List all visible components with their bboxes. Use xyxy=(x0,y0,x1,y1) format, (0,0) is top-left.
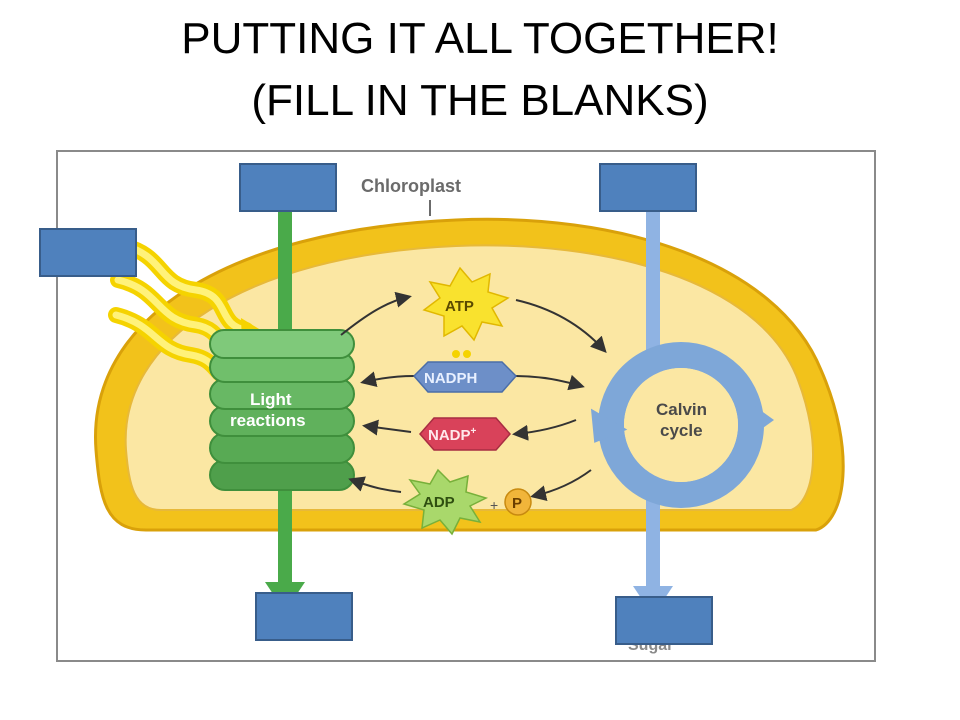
calvin-cycle-label-line-1: Calvin xyxy=(656,400,707,419)
calvin-cycle-ring xyxy=(590,342,774,508)
electron-dot xyxy=(452,350,460,358)
nadp-text: NADP xyxy=(428,427,471,444)
nadp-hexagon xyxy=(419,417,511,451)
adp-label: ADP xyxy=(423,494,455,511)
phosphate-circle xyxy=(504,488,532,516)
nadph-hexagon xyxy=(412,361,518,393)
electron-dot xyxy=(463,350,471,358)
adp-plus: + xyxy=(490,497,498,513)
title-line-1: PUTTING IT ALL TOGETHER! xyxy=(181,14,779,63)
light-reactions-label-line-1: Light xyxy=(250,390,292,409)
photosynthesis-diagram: Chloroplast Light re xyxy=(56,150,876,662)
cycle-connector-arrows xyxy=(340,291,607,502)
blank-oxygen-output[interactable] xyxy=(255,592,353,641)
nadp-charge: + xyxy=(471,426,477,437)
blank-co2-input[interactable] xyxy=(599,163,697,212)
phosphate-label: P xyxy=(512,495,522,512)
nadp-label: NADP+ xyxy=(428,426,477,444)
chloroplast-label: Chloroplast xyxy=(361,176,461,196)
blank-light-input[interactable] xyxy=(39,228,137,277)
atp-label: ATP xyxy=(445,298,474,315)
title-line-2: (FILL IN THE BLANKS) xyxy=(251,76,709,125)
adp-starburst xyxy=(402,468,489,536)
light-reactions-label-line-2: reactions xyxy=(230,411,306,430)
calvin-cycle-label-line-2: cycle xyxy=(660,421,703,440)
thylakoid-stack xyxy=(209,329,355,491)
blank-water-input[interactable] xyxy=(239,163,337,212)
diagram-canvas: Chloroplast Light re xyxy=(56,150,876,662)
nadph-label: NADPH xyxy=(424,370,477,387)
blank-sugar-output[interactable] xyxy=(615,596,713,645)
slide-title: PUTTING IT ALL TOGETHER! (FILL IN THE BL… xyxy=(0,8,960,132)
atp-starburst xyxy=(422,266,510,342)
